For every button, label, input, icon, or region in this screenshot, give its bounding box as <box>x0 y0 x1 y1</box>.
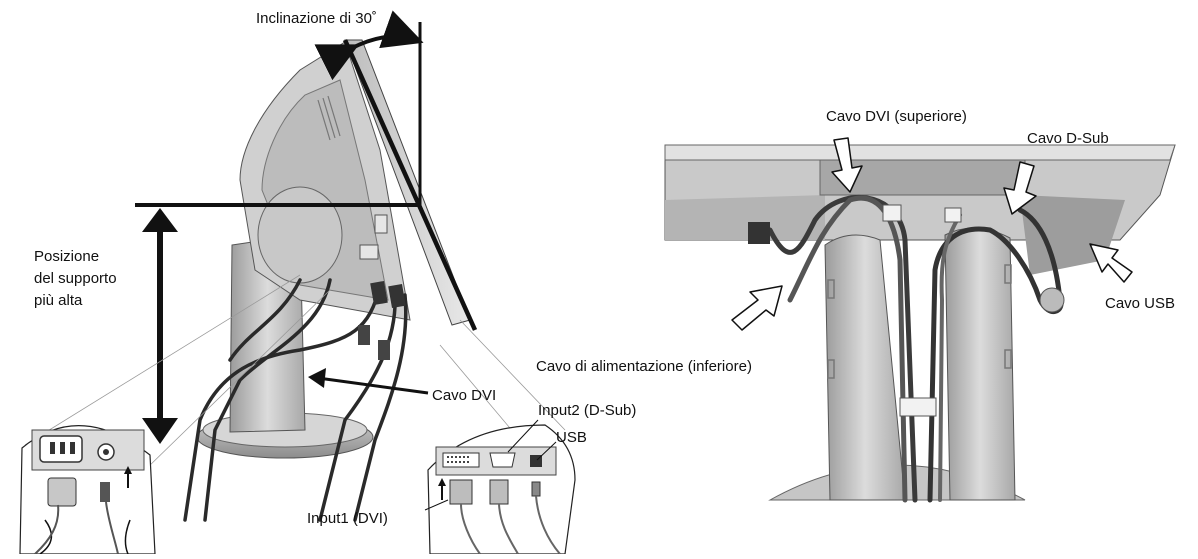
height-label: Posizione del supporto più alta <box>34 246 117 312</box>
usb-cable-label: Cavo USB <box>1105 295 1176 312</box>
height-label-line-3: più alta <box>34 292 83 309</box>
input1-label: Input1 (DVI) <box>307 510 388 527</box>
input2-label: Input2 (D-Sub) <box>538 402 637 419</box>
dvi-top-cable-label: Cavo DVI (superiore) <box>826 108 967 125</box>
tilt-label: Inclinazione di 30˚ <box>256 10 377 27</box>
monitor-side-view <box>183 39 471 522</box>
power-inset <box>19 425 156 555</box>
power-cable-label: Cavo di alimentazione (inferiore) <box>536 358 752 375</box>
cable-management-view <box>664 137 1176 503</box>
usb-label: USB <box>556 429 587 446</box>
dsub-cable-label: Cavo D-Sub <box>1027 130 1109 147</box>
dvi-cable-label: Cavo DVI <box>432 387 497 404</box>
ports-inset <box>424 419 576 555</box>
height-label-line-1: Posizione <box>34 248 100 265</box>
height-label-line-2: del supporto <box>34 270 117 287</box>
tilt-indicator <box>314 10 478 331</box>
height-arrow <box>142 208 178 444</box>
dvi-cable-arrow <box>308 368 429 395</box>
